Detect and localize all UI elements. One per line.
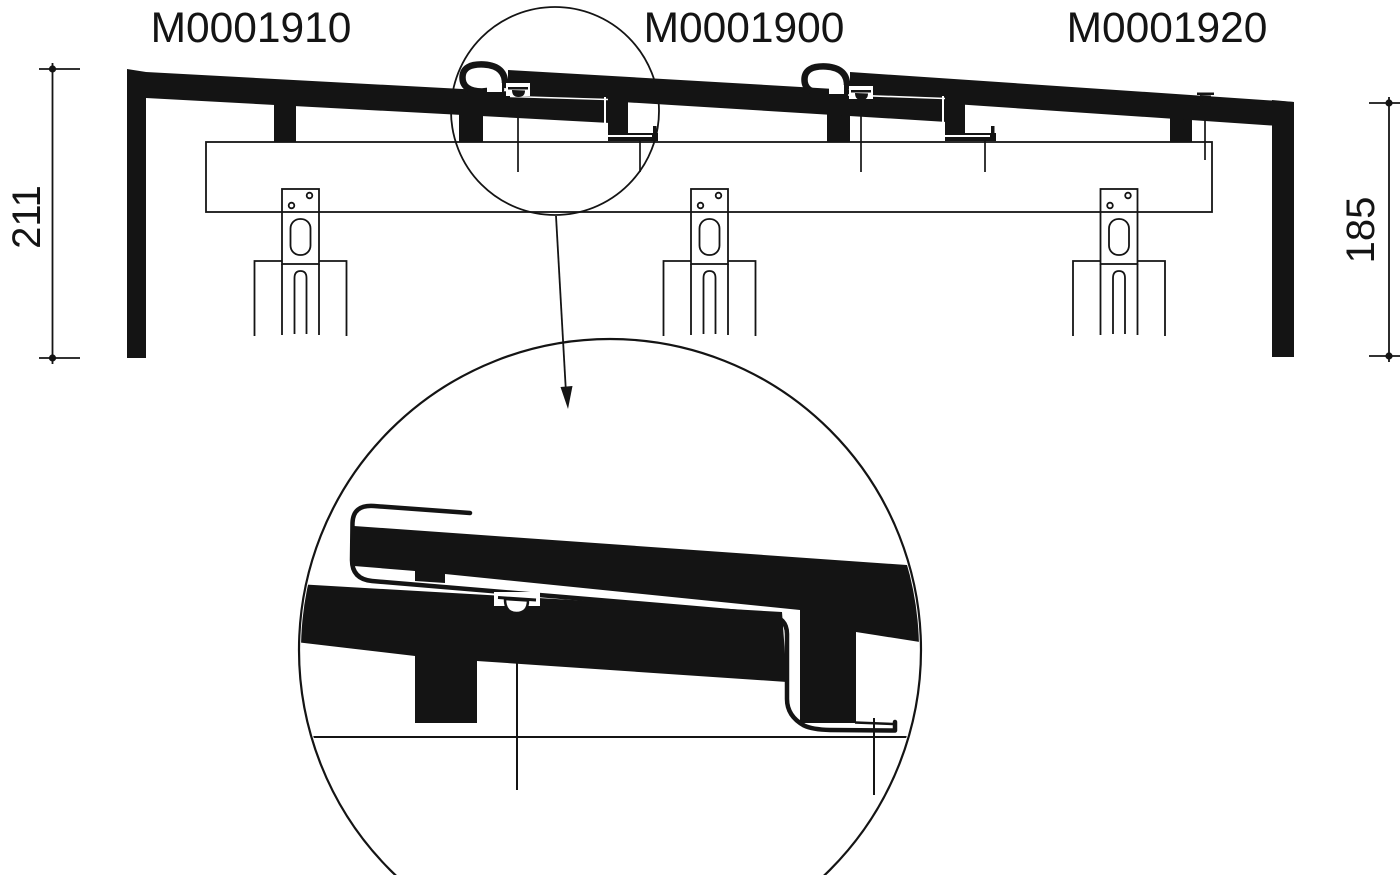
hanger-bracket-1: [253, 188, 348, 337]
clip-hook-1: [459, 61, 509, 95]
screw-marker: [508, 87, 528, 90]
part-label-m0001910: M0001910: [151, 5, 352, 52]
dimension-left-value: 211: [5, 185, 49, 249]
dimension-endpoint-dot: [48, 354, 57, 362]
dimension-endpoint-dot: [1385, 352, 1393, 360]
detail-upper-panel: [354, 526, 919, 723]
panel-step-foot-2: [945, 94, 996, 141]
roof-panel-1: [146, 72, 610, 123]
detail-screw: [494, 592, 540, 615]
clip-hook-2: [801, 63, 851, 97]
detail-arrow: [555, 215, 573, 409]
support-leg: [827, 114, 850, 142]
detail-view-content: [301, 503, 919, 795]
dimension-endpoint-dot: [48, 65, 57, 73]
screw-marker: [851, 90, 871, 93]
hanger-bracket-2: [662, 188, 757, 337]
dimension-right-value: 185: [1339, 197, 1383, 264]
roof-panel-2: [508, 70, 947, 122]
panel-step-foot-1: [608, 94, 658, 141]
screw-marker: [1197, 92, 1214, 95]
detail-foot-screw-bar: [854, 721, 894, 726]
hanger-bracket-3: [1072, 188, 1166, 337]
dimension-right: 185: [1339, 97, 1400, 362]
beam-outline: [205, 141, 1213, 213]
dimension-endpoint-dot: [1385, 99, 1393, 107]
part-label-m0001900: M0001900: [644, 5, 845, 52]
support-leg: [274, 100, 296, 142]
part-label-m0001920: M0001920: [1067, 5, 1268, 52]
arrowhead: [560, 386, 573, 409]
left-fascia: [127, 69, 146, 358]
detail-lower-panel: [301, 584, 787, 723]
roof-panel-3: [850, 72, 1294, 127]
right-fascia: [1272, 100, 1294, 357]
dimension-left: 211: [5, 63, 80, 364]
roof-assembly: [127, 61, 1294, 358]
detail-view-circle: [297, 337, 923, 875]
support-leg: [459, 112, 483, 142]
main-screw-markers: [487, 83, 1214, 137]
detail-clip-profile: [349, 503, 898, 733]
support-leg: [1170, 117, 1192, 142]
